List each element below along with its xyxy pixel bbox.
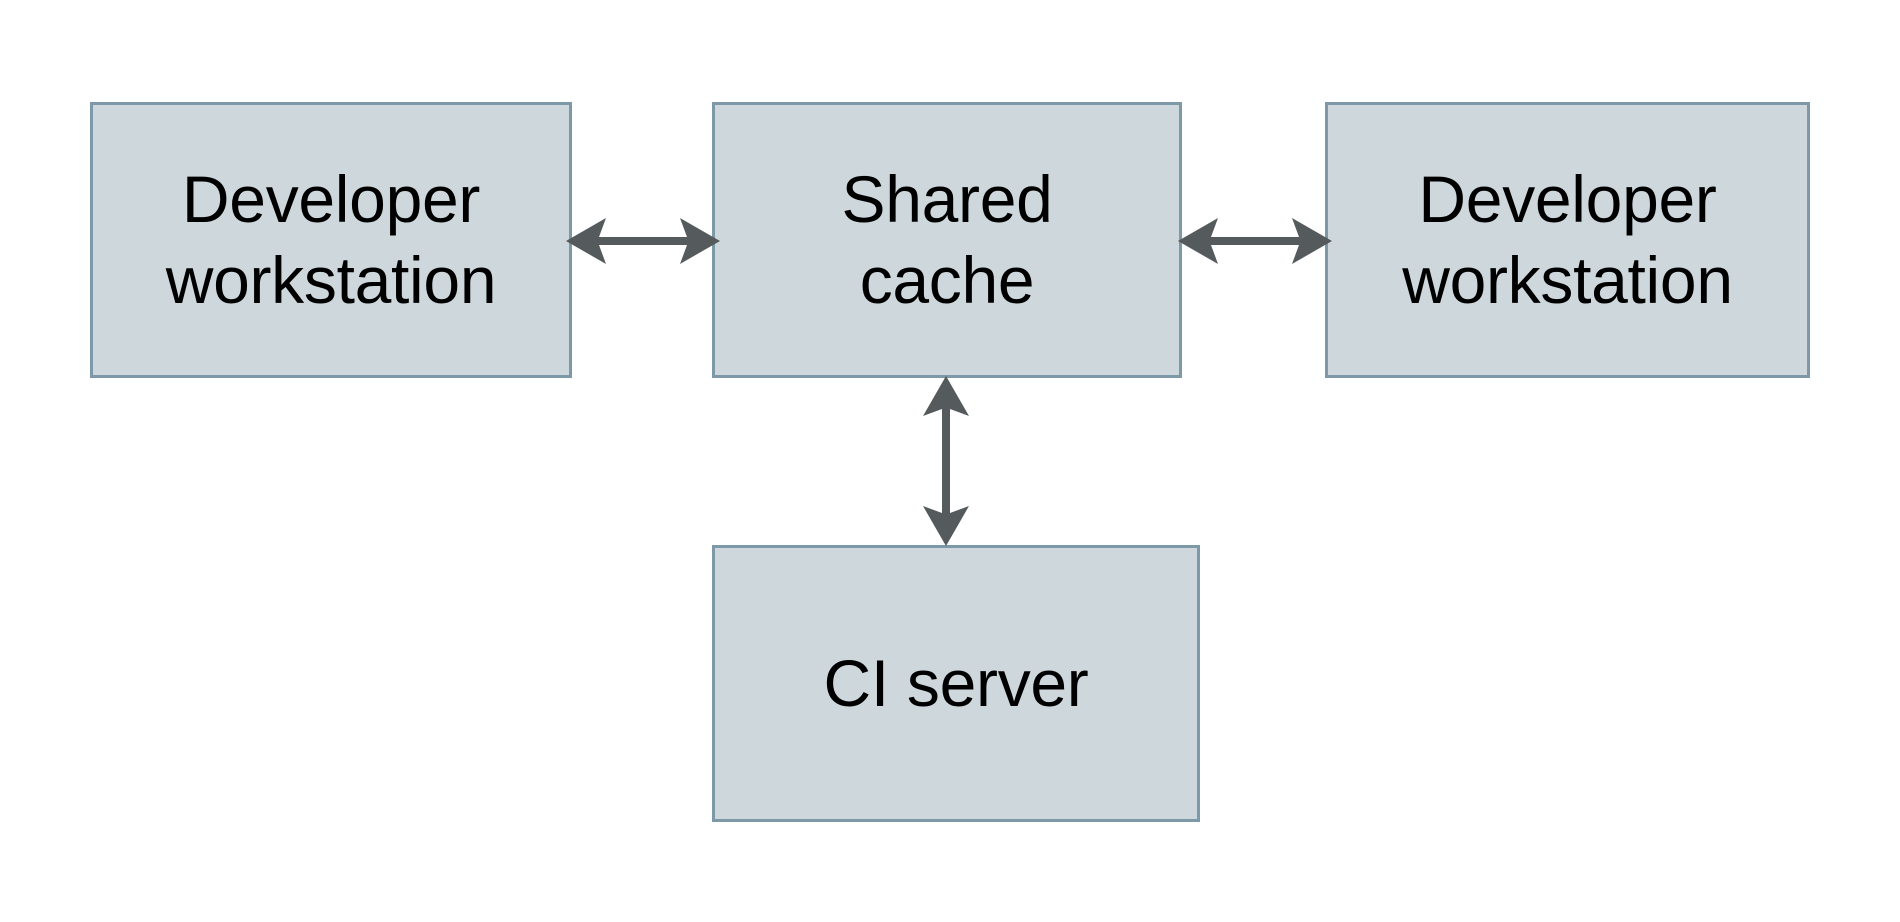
edge-shared-cache-to-ci-server-double-arrow-icon <box>923 376 969 546</box>
node-label: Developer workstation <box>165 162 497 317</box>
node-shared-cache[interactable]: Shared cache <box>712 102 1182 378</box>
node-ci-server[interactable]: CI server <box>712 545 1200 822</box>
node-developer-workstation-right[interactable]: Developer workstation <box>1325 102 1810 378</box>
edge-developer-left-to-shared-cache-double-arrow-icon <box>566 218 720 264</box>
edge-shared-cache-to-developer-right-double-arrow-icon <box>1178 218 1332 264</box>
node-label: Shared cache <box>841 162 1053 317</box>
node-developer-workstation-left[interactable]: Developer workstation <box>90 102 572 378</box>
node-label: CI server <box>823 646 1089 721</box>
node-label: Developer workstation <box>1402 162 1733 317</box>
